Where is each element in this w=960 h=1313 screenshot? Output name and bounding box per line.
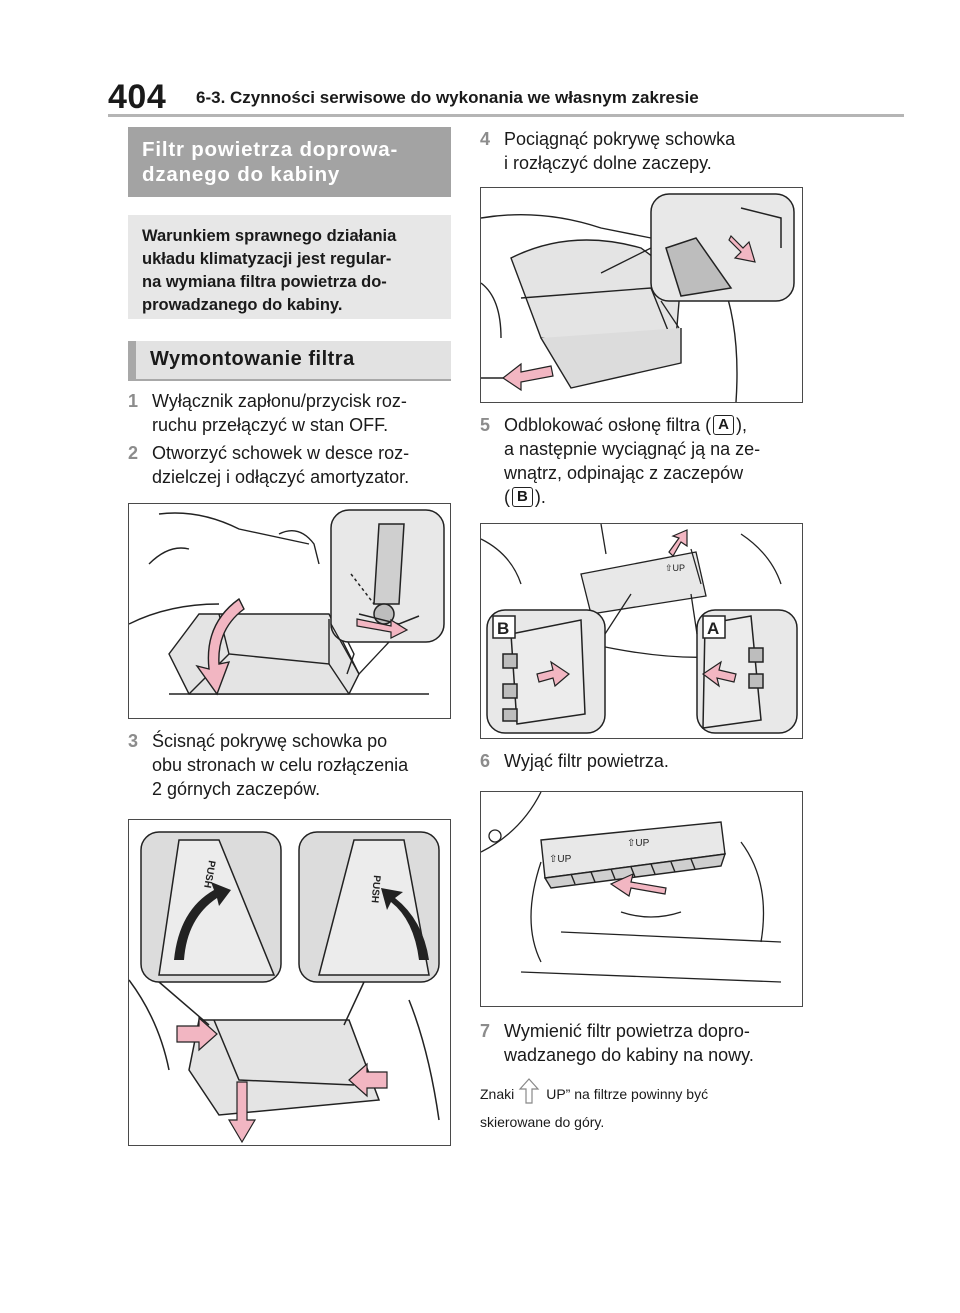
figure-pull-cover [480,187,803,403]
pull-arrow [227,1081,257,1144]
figure-squeeze-glovebox: PUSH PUSH [128,819,451,1146]
step-1: 1 Wyłącznik zapłonu/przycisk roz- ruchu … [128,391,407,435]
up-arrow-icon [518,1078,540,1104]
inset-b-label: B [497,619,509,638]
left-column: Filtr powietrza doprowa- dzanego do kabi… [128,127,451,1146]
remove-filter-illustration: ⇧UP ⇧UP [481,792,782,983]
figure-remove-filter: ⇧UP ⇧UP [480,791,803,1007]
hook-arrow [728,234,756,263]
label-b: B [512,487,533,507]
pull-out-arrow [501,362,554,392]
detach-arrow [356,618,409,639]
filter-element [540,821,727,889]
glovebox-damper-illustration [129,509,445,696]
open-arrow [195,597,245,696]
push-label-right: PUSH [369,875,382,904]
figure-open-glovebox [128,503,451,719]
filter-cover-illustration: ⇧UP B A [481,524,798,734]
release-arrow [668,529,688,557]
push-label-left: PUSH [201,859,217,888]
hook-inset [650,193,795,302]
squeeze-glovebox-illustration: PUSH PUSH [129,831,440,1144]
step-3: 3 Ścisnąć pokrywę schowka po obu stronac… [128,731,409,799]
page-number: 404 [108,78,167,116]
right-column: 4 Pociągnąć pokrywę schowka i rozłączyć … [480,127,803,1136]
push-arrow-left [176,1016,218,1052]
figure-filter-cover: ⇧UP B A [480,523,803,739]
up-mark-filter-right: ⇧UP [627,838,650,849]
step-4: 4 Pociągnąć pokrywę schowka i rozłączyć … [480,129,736,173]
push-arrow-right [348,1062,388,1098]
section-heading: Filtr powietrza doprowa- dzanego do kabi… [128,127,451,197]
inset-b-arrow [536,660,570,688]
inset-a-arrow [701,660,737,688]
step-2: 2 Otworzyć schowek w desce roz- dzielcze… [128,443,410,487]
step-6: 6 Wyjąć filtr powietrza. [480,751,669,771]
inset-a-label: A [707,619,719,638]
subsection-heading: Wymontowanie filtra [128,341,451,381]
step-5: 5 Odblokować osłonę filtra (A), a następ… [480,415,761,507]
label-a: A [713,415,734,435]
up-mark-cover: ⇧UP [665,563,685,573]
remove-arrow [609,872,667,897]
squeeze-arrow-left [174,882,231,960]
step-7: 7 Wymienić filtr powietrza dopro- wadzan… [480,1021,754,1065]
inset-a [696,609,798,734]
squeeze-arrow-right [381,888,429,960]
damper-inset [330,509,445,643]
chapter-title: 6-3. Czynności serwisowe do wykonania we… [196,88,699,107]
header-rule [108,114,904,117]
intro-box: Warunkiem sprawnego działania układu kli… [128,215,451,319]
pull-cover-illustration [481,193,795,402]
up-mark-filter-left: ⇧UP [549,854,572,865]
